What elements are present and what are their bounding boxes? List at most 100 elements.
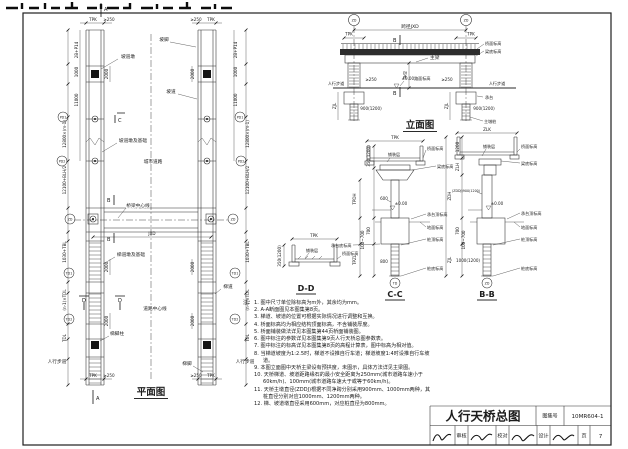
note-item: 10. 天桥梯道、坡道距路缘石的最小安全距离为250mm(城市道路车速小于60k… — [254, 372, 423, 386]
dim-250: ≥250 — [103, 373, 115, 378]
dim-tpk: TPK — [206, 373, 215, 378]
notes-prefix: 注： — [243, 300, 254, 306]
dim-bed: 100~700 — [461, 230, 466, 249]
drawing-title: 人行天桥总图 — [445, 409, 520, 424]
elevation-title: 立面图 — [406, 119, 435, 131]
axis-zd: ZD — [464, 18, 469, 22]
label-main-pile: 主墩桩 — [484, 118, 496, 124]
page-number: 7 — [599, 434, 603, 440]
label-road-level: ±0.00路面标高 — [402, 75, 431, 81]
plan-marker-b-top: B — [107, 198, 111, 204]
dim-tdl: TDL — [62, 333, 67, 343]
axis-pd1-r: PD1 — [237, 115, 244, 119]
dim-tpk: TPK — [88, 17, 97, 22]
axis-pd2-r: PD2 — [238, 159, 245, 163]
dim-250: ≥250 — [103, 17, 115, 22]
dim-pile: 900(1200) — [473, 106, 495, 111]
note-item: 2. A-A断面图见本图集第8页。 — [254, 307, 324, 314]
label-ti-jiao-zhu: 梯脚柱 — [110, 330, 124, 337]
label-ground-level: 地面标高 — [521, 224, 537, 230]
dim-2000: 2000 — [190, 315, 195, 326]
axis-td2-r: TD2 — [231, 317, 239, 321]
notes-list: 1. 图中尺寸单位除标高为m外，其余均为mm。 2. A-A断面图见本图集第8页… — [243, 300, 435, 408]
label-main-beam: 主梁 — [430, 54, 440, 61]
label-po-dao: 坡道 — [166, 88, 176, 95]
note-item: 11. 天桥主墩直径(ZDDJ)根据不同净跨分别采用900mm、1000mm两种… — [254, 386, 431, 400]
label-sidewalk-left: 人行步道 — [48, 358, 67, 365]
dim-half: 12100+BLH/2 — [245, 165, 250, 194]
dim-bed: 100~700 — [360, 230, 365, 249]
dim-pile-len: ZJL — [447, 256, 452, 263]
label-deck-level: 桥面标高 — [342, 250, 358, 256]
section-bb-title: B-B — [479, 290, 495, 299]
plan-marker-c: C — [118, 118, 122, 124]
dim-250: ≥250 — [190, 17, 202, 22]
axis-zd: ZD — [485, 281, 490, 285]
axis-zd: ZD — [352, 18, 357, 22]
dim-cap-h: 700 — [366, 227, 371, 235]
label-deck-level: 桥面标高 — [521, 143, 537, 149]
design-label: 设计 — [538, 433, 548, 440]
label-sidewalk: 人行步道 — [489, 80, 505, 86]
plan-marker-d-left: D — [82, 298, 86, 304]
atlas-label: 图集号 — [542, 413, 557, 420]
label-pile-top-level: 桩顶标高 — [521, 236, 537, 242]
label-pavement: 铺装层 — [388, 151, 400, 157]
dim-2000: 2000 — [190, 261, 195, 272]
dim-11000: 11000 — [233, 93, 238, 106]
plan-marker-a-bottom: A — [96, 396, 100, 402]
check-label: 校对 — [497, 433, 507, 440]
dim-tpk: TPK — [309, 233, 318, 238]
label-ti-jiao: 梯脚 — [182, 360, 192, 367]
dim-zjl: ZJL — [444, 102, 449, 109]
label-zero: ±0.00 — [491, 201, 504, 206]
label-po-dao-dun: 坡道墩 — [121, 53, 135, 60]
dim-tdl-run: (n-1)×TDL — [245, 289, 250, 311]
plan-marker-d-right: D — [118, 298, 122, 304]
elev-marker-b-bottom: B — [393, 91, 397, 97]
dim-1000: 1000 — [233, 66, 238, 77]
dim-2000: 2000 — [190, 68, 195, 79]
axis-pd2: PD2 — [59, 159, 66, 163]
dim-tpk: TPK — [390, 135, 399, 140]
section-dd: TPK 350(1200) 铺装层 桥面标高 D-D — [277, 233, 358, 295]
axis-bubbles: PD1 PD2 ZD TD1 TD2 PD1 PD2 ZD TD1 TD2 — [56, 111, 247, 325]
dim-ramp-len: 12800×(m-1) — [245, 120, 250, 148]
dim-1000: 1000 — [74, 66, 79, 77]
dim-pile: 900(1200) — [360, 106, 382, 111]
dim-ramp-run: 2B+P14 — [233, 41, 238, 58]
label-cap-top-level: 承台顶标高 — [427, 211, 447, 217]
section-cc: TPK 铺装层 桥面标高 梁底标高 600 ±0.00 承台顶标高 地面标高 桩… — [331, 135, 453, 301]
plan-marker-a-top: A — [104, 7, 108, 13]
dim-250: ≥250 — [365, 77, 377, 82]
dim-2000: 2000 — [104, 68, 109, 79]
label-pile-top-level: 桩顶标高 — [427, 236, 443, 242]
label-deck-level: 桥面标高 — [427, 145, 443, 151]
axis-td1: TD1 — [65, 271, 73, 275]
signature-scribbles — [432, 433, 575, 442]
dim-span-jxd: 跨径JXD — [401, 23, 419, 30]
dim-250: ≥250 — [441, 77, 453, 82]
note-item: 1. 图中尺寸单位除标高为m外，其余均为mm。 — [254, 300, 362, 306]
elev-marker-b-top: B — [393, 38, 397, 44]
axis-zd-r: ZD — [231, 217, 236, 221]
label-ground-level: 地面标高 — [427, 224, 443, 230]
label-deck-level: 桥面标高 — [485, 40, 501, 46]
plan-marker-b-bottom: B — [107, 237, 111, 243]
dim-h-top: 1200 — [455, 141, 460, 152]
label-clearance: 净空 — [402, 71, 408, 79]
atlas-number: 10MR604-1 — [571, 414, 604, 420]
dim-tbl: 1030+TBL — [245, 241, 250, 263]
label-cap: 承台 — [485, 94, 493, 100]
note-item: 12. 梯、坡道墩直径采用600mm，对应桩直径为800mm。 — [254, 401, 390, 408]
label-city-road: 城市道路 — [144, 158, 163, 165]
dim-tbl: 1030+TBL — [62, 241, 67, 263]
axis-td1-r: TD1 — [231, 271, 239, 275]
note-item: 6. 图中标注的参数详见本图集第9页人行天桥总图参数表。 — [254, 336, 386, 343]
sheet-border — [22, 12, 612, 446]
label-ti-dao: 梯道 — [223, 283, 233, 290]
dim-jxd: JXD — [147, 231, 155, 236]
dim-2000: 2000 — [104, 261, 109, 272]
dim-ramp-len: 12800×(m-1) — [62, 120, 67, 148]
cropped-text-fragment — [6, 2, 232, 10]
